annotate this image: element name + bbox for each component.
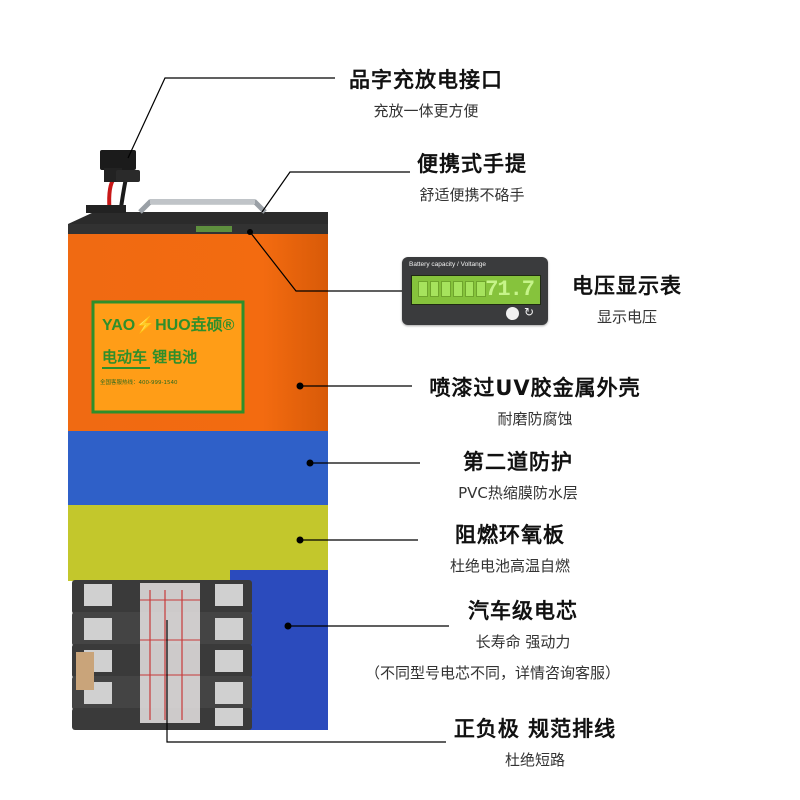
- capacity-bar: [429, 281, 440, 297]
- refresh-icon: ↻: [524, 305, 535, 319]
- callout-title: 第二道防护: [463, 450, 573, 474]
- battery-cells: [72, 580, 252, 730]
- brand-hotline-text: 全国客服热线：400-999-1540: [100, 378, 178, 386]
- callout-subtitle: 耐磨防腐蚀: [497, 410, 573, 428]
- callout-cells: 汽车级电芯 长寿命 强动力: [448, 595, 598, 652]
- brand-name-text: YAO⚡HUO垚硕®: [102, 315, 235, 334]
- callout-pvc-layer: 第二道防护 PVC热缩膜防水层: [423, 446, 613, 503]
- callout-charge-port: 品字充放电接口 充放一体更方便: [336, 64, 516, 121]
- leader-dots: [247, 229, 314, 630]
- callout-subtitle: 杜绝短路: [504, 751, 565, 769]
- callout-title: 正负极 规范排线: [453, 717, 617, 741]
- callout-title: 电压显示表: [572, 274, 682, 298]
- callout-metal-shell: 喷漆过UV胶金属外壳 耐磨防腐蚀: [410, 372, 660, 429]
- display-screen: 71.7: [411, 275, 541, 305]
- capacity-bar: [441, 281, 452, 297]
- callout-title: 便携式手提: [417, 152, 527, 176]
- callout-voltage-meter: 电压显示表 显示电压: [552, 270, 702, 327]
- capacity-bar: [418, 281, 428, 297]
- callout-subtitle: 显示电压: [596, 308, 657, 326]
- callout-title: 喷漆过UV胶金属外壳: [429, 376, 641, 400]
- callout-handle: 便携式手提 舒适便携不硌手: [392, 148, 552, 205]
- voltage-readout: 71.7: [485, 277, 535, 302]
- callout-subtitle: 充放一体更方便: [373, 102, 479, 120]
- epoxy-board-yellow: [68, 505, 328, 581]
- display-button: [506, 307, 519, 320]
- callout-subtitle: 舒适便携不硌手: [419, 186, 525, 204]
- callout-subtitle: 杜绝电池高温自燃: [449, 557, 570, 575]
- callout-title: 阻燃环氧板: [455, 523, 565, 547]
- capacity-bar: [453, 281, 463, 297]
- brand-label: YAO⚡HUO垚硕® 电动车 锂电池 全国客服热线：400-999-1540: [91, 300, 245, 414]
- pvc-layer-blue: [68, 431, 328, 505]
- callout-subtitle: PVC热缩膜防水层: [458, 484, 578, 502]
- voltage-display-meter: Battery capacity / Voltange 71.7 ↻: [402, 257, 548, 325]
- capacity-bar: [464, 281, 475, 297]
- display-caption: Battery capacity / Voltange: [409, 261, 486, 268]
- callout-title: 汽车级电芯: [468, 599, 578, 623]
- model-note: （不同型号电芯不同，详情咨询客服）: [365, 664, 621, 682]
- callout-title: 品字充放电接口: [349, 68, 503, 92]
- battery-top-cap: [68, 199, 328, 234]
- callout-subtitle: 长寿命 强动力: [475, 633, 571, 651]
- brand-type-text: 电动车 锂电池: [102, 348, 197, 366]
- callout-epoxy-board: 阻燃环氧板 杜绝电池高温自燃: [425, 519, 595, 576]
- capacity-bar: [476, 281, 487, 297]
- capacity-bars: [418, 281, 487, 297]
- callout-wiring: 正负极 规范排线 杜绝短路: [445, 713, 625, 770]
- leader-lines: [127, 77, 449, 743]
